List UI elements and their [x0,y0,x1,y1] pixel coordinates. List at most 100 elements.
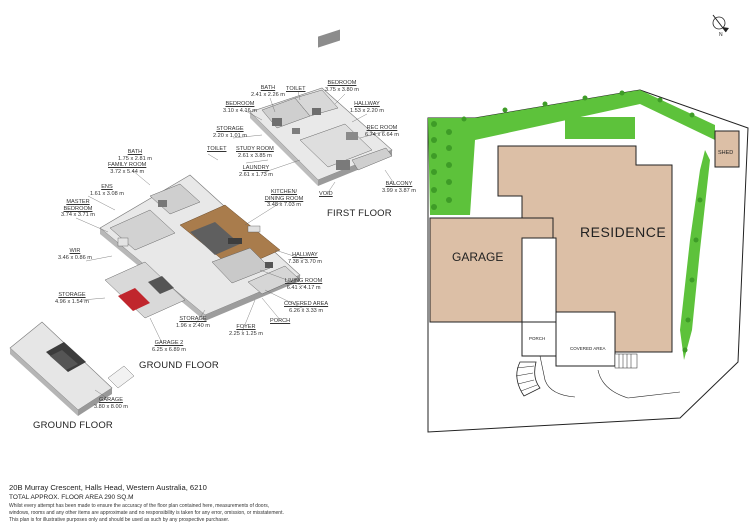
ground-floor-title: GROUND FLOOR [139,360,219,371]
lower-garage-model [9,321,135,416]
room-label-bath-first: BATH 2.41 x 2.26 m [251,85,285,98]
room-name: BATH [127,149,143,155]
disclaimer-line-2: windows, rooms and any other items are a… [9,510,284,516]
room-dims: 3.48 x 7.03 m [267,202,301,208]
room-label-storage-garage: STORAGE 4.96 x 1.54 m [55,292,89,305]
room-name: HALLWAY [292,252,318,258]
room-dims: 3.74 x 3.71 m [61,212,95,218]
room-dims: 3.46 x 0.86 m [58,254,92,261]
room-dims: 6.25 x 6.89 m [152,346,186,353]
room-dims: 7.38 x 3.70 m [288,258,322,265]
room-name: STUDY ROOM [236,146,274,152]
room-name: BEDROOM [327,80,357,86]
leader-lines [75,90,396,401]
covered-area-label: COVERED AREA [570,346,606,351]
floor-area-text: TOTAL APPROX. FLOOR AREA 290 SQ.M [9,494,134,501]
room-name: STORAGE [58,292,86,298]
shed-label: SHED [718,150,734,156]
room-dims: 2.61 x 3.85 m [237,152,272,159]
ground-floor-model [99,174,301,321]
room-name: BEDROOM [225,101,255,107]
room-label-toilet-first: TOILET [286,86,305,93]
room-label-kitchen-dining: KITCHEN/ DINING ROOM 3.48 x 7.03 m [262,189,306,209]
room-label-void: VOID [319,191,333,198]
room-label-storage-ground: STORAGE 1.96 x 2.40 m [176,316,210,329]
room-dims: 1.96 x 2.40 m [176,322,210,329]
lower-ground-floor-title: GROUND FLOOR [33,420,113,431]
room-label-ens: ENS 1.61 x 3.08 m [90,184,124,197]
room-dims: 6.74 x 6.64 m [365,131,399,138]
room-dims: 3.10 x 4.16 m [223,107,257,114]
room-name: TOILET [286,86,306,92]
room-label-bedroom-first-1: BEDROOM 3.75 x 3.80 m [325,80,359,93]
room-dims: 6.41 x 4.17 m [286,284,321,291]
room-label-rec-room: REC ROOM 6.74 x 6.64 m [365,125,399,138]
first-floor-title: FIRST FLOOR [327,208,392,219]
room-name: HALLWAY [354,101,380,107]
room-label-toilet-ground: TOILET [207,146,226,153]
rear-steps [614,353,638,369]
room-dims: 6.26 x 3.33 m [289,307,324,314]
room-label-study-room: STUDY ROOM 2.61 x 3.85 m [236,146,274,159]
room-label-family-room: FAMILY ROOM 3.72 x 5.44 m [108,162,146,175]
residence-label: RESIDENCE [580,224,667,240]
porch-footprint [521,321,557,357]
room-name: STORAGE [179,316,207,322]
room-name: STORAGE [216,126,244,132]
room-label-covered-area: COVERED AREA 6.26 x 3.33 m [284,301,328,314]
room-name: GARAGE 2 [154,340,184,346]
room-label-wir: WIR 3.46 x 0.86 m [58,248,92,261]
covered-area-footprint [555,311,616,367]
room-name: COVERED AREA [284,301,329,307]
room-dims: 1.53 x 2.20 m [350,107,384,114]
room-dims: 1.75 x 2.81 m [118,155,152,162]
room-label-master-bedroom: MASTER BEDROOM 3.74 x 3.71 m [58,199,98,219]
room-label-balcony: BALCONY 3.99 x 3.87 m [382,181,416,194]
disclaimer-line-1: Whilst every attempt has been made to en… [9,503,270,509]
room-label-bath-ground: BATH 1.75 x 2.81 m [118,149,152,162]
room-dims: 1.61 x 3.08 m [90,190,124,197]
room-name: LIVING ROOM [285,278,323,284]
room-dims: 3.75 x 3.80 m [325,86,359,93]
disclaimer-line-3: This plan is for illustrative purposes o… [9,517,230,523]
room-name: TOILET [207,146,227,152]
room-label-garage: GARAGE 3.80 x 8.00 m [94,397,128,410]
lawn-top [428,90,715,215]
address-text: 20B Murray Crescent, Halls Head, Western… [9,483,207,492]
room-name: KITCHEN/ DINING ROOM [264,189,304,202]
room-name: ENS [101,184,113,190]
front-steps [516,361,541,397]
lawn-patch [565,117,635,139]
room-label-hallway-ground: HALLWAY 7.38 x 3.70 m [288,252,322,265]
shed-footprint [714,130,740,168]
room-name: LAUNDRY [242,165,270,171]
room-dims: 2.61 x 1.73 m [239,171,273,178]
garage-label: GARAGE [452,250,504,264]
shrubs [431,90,703,353]
room-dims: 2.20 x 1.01 m [213,132,247,139]
room-dims: 3.80 x 8.00 m [94,403,128,410]
room-name: VOID [319,191,333,197]
room-name: MASTER BEDROOM [63,199,93,212]
room-label-hallway-first: HALLWAY 1.53 x 2.20 m [350,101,384,114]
room-label-garage-2: GARAGE 2 6.25 x 6.89 m [152,340,186,353]
room-dims: 3.72 x 5.44 m [110,168,145,175]
room-label-foyer: FOYER 2.25 x 1.25 m [229,324,263,337]
room-name: FOYER [236,324,256,330]
lawn-right [680,150,710,360]
room-label-storage-first: STORAGE 2.20 x 1.01 m [213,126,247,139]
room-dims: 2.41 x 2.26 m [251,91,285,98]
first-floor-model [249,29,393,186]
room-label-living-room: LIVING ROOM 6.41 x 4.17 m [285,278,322,291]
room-name: GARAGE [98,397,123,403]
room-name: FAMILY ROOM [108,162,147,168]
room-label-porch: PORCH [270,318,290,325]
compass-icon [712,14,729,33]
room-name: PORCH [270,318,291,324]
room-dims: 2.25 x 1.25 m [229,330,263,337]
room-dims: 3.99 x 3.87 m [382,187,416,194]
compass-north-label: N [719,32,723,38]
room-name: BATH [260,85,276,91]
